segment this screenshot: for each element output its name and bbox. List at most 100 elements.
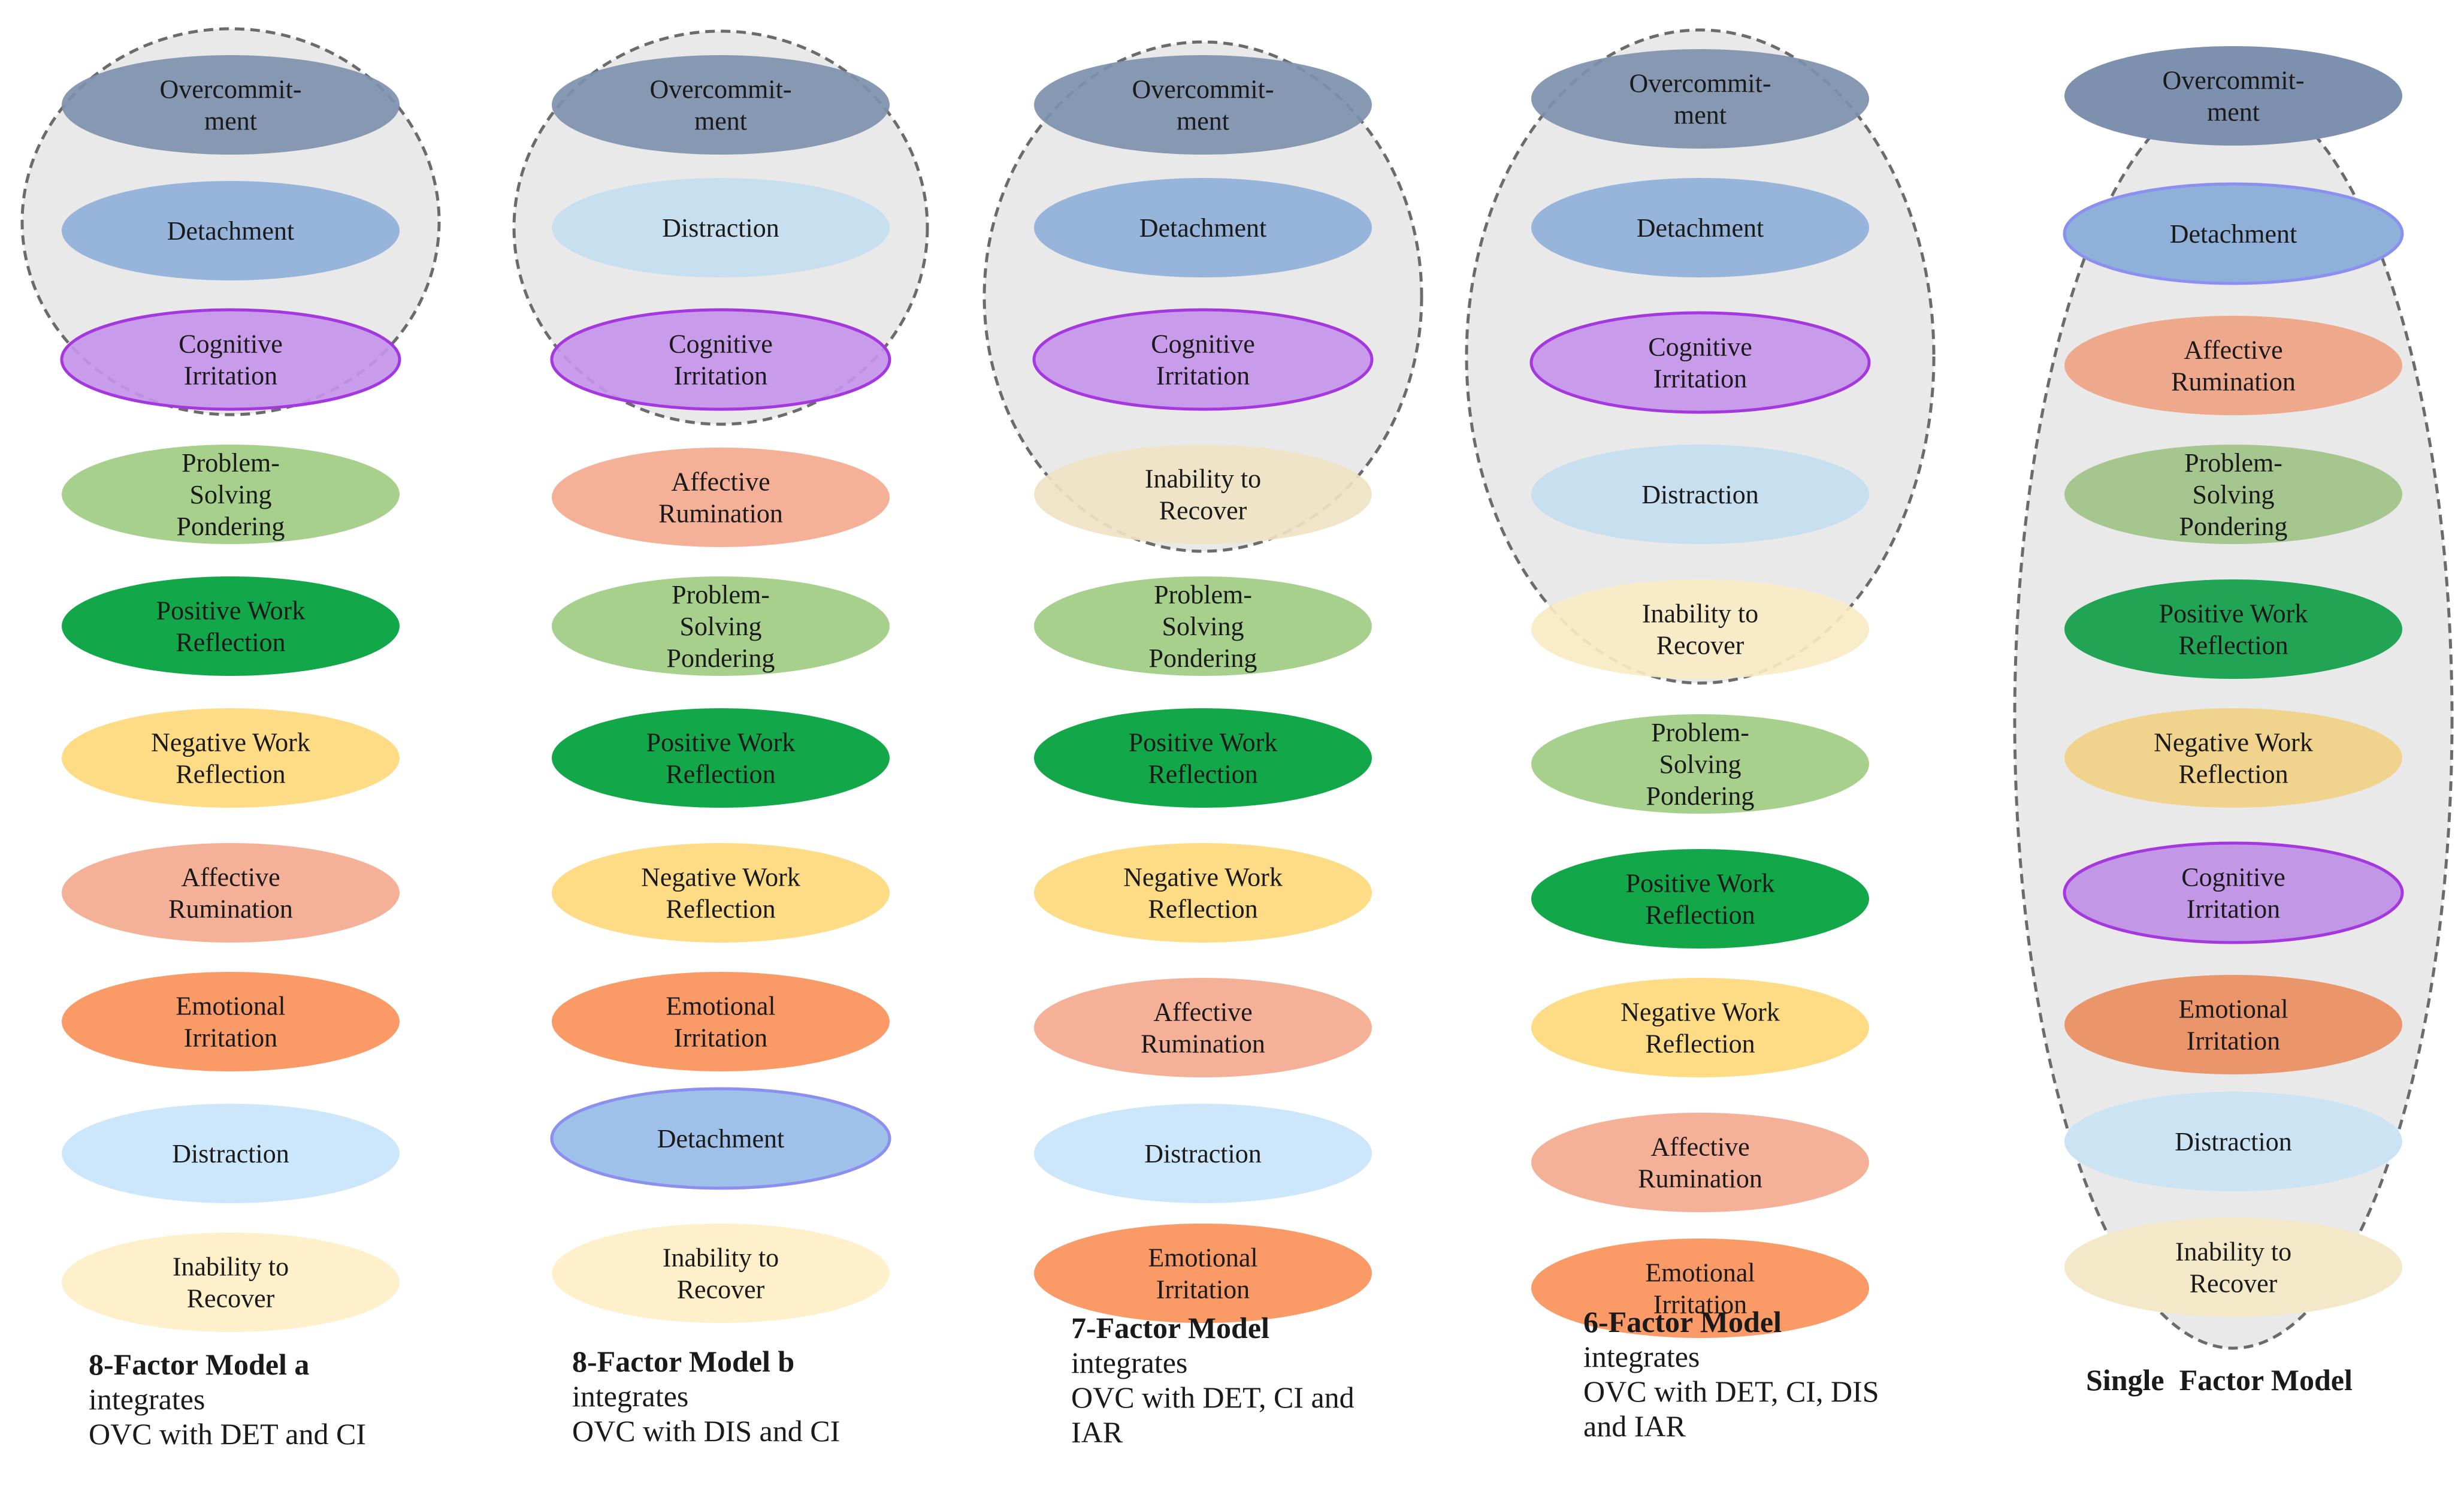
factor-ellipse — [1531, 49, 1869, 149]
caption-line: OVC with DET and CI — [89, 1417, 366, 1451]
factor-label: Inability to — [173, 1252, 289, 1282]
factor-label: Recover — [2190, 1269, 2278, 1298]
factor-label: Overcommit- — [2162, 66, 2304, 95]
caption-single-factor-model: Single Factor Model — [2086, 1341, 2353, 1419]
factor-ellipse — [1531, 849, 1869, 949]
caption-title: 8-Factor Model b — [572, 1345, 795, 1378]
factor-label: Distraction — [172, 1139, 289, 1168]
factor-label: Detachment — [2170, 219, 2297, 249]
caption-8-factor-model-a: 8-Factor Model a integrates OVC with DET… — [89, 1347, 366, 1451]
factor-label: Pondering — [1646, 781, 1755, 811]
factor-label: Affective — [2184, 336, 2282, 365]
factor-detachment: Detachment — [1034, 178, 1372, 277]
factor-label: Reflection — [2178, 631, 2288, 660]
factor-label: Pondering — [1149, 644, 1257, 673]
factor-ellipse — [2064, 46, 2402, 146]
factor-ellipse — [552, 972, 890, 1071]
factor-label: Affective — [181, 863, 280, 892]
factor-label: Irritation — [674, 361, 767, 391]
factor-label: Detachment — [1637, 213, 1764, 243]
factor-label: Solving — [2193, 480, 2275, 509]
caption-line: integrates — [89, 1382, 205, 1416]
factor-label: Reflection — [2178, 760, 2288, 789]
factor-label: Reflection — [1645, 901, 1755, 930]
factor-detachment: Detachment — [1531, 178, 1869, 277]
caption-title: Single Factor Model — [2086, 1363, 2353, 1397]
factor-label: Cognitive — [669, 330, 773, 359]
caption-line: OVC with DET, CI and — [1071, 1381, 1355, 1414]
factor-label: Emotional — [1148, 1243, 1257, 1273]
factor-label: Rumination — [2171, 367, 2296, 397]
factor-ellipse — [1034, 576, 1372, 676]
factor-label: Emotional — [666, 992, 775, 1021]
factor-label: Recover — [1656, 631, 1745, 660]
factor-label: Distraction — [1641, 480, 1759, 509]
factor-ellipse — [1034, 1104, 1372, 1203]
caption-title: 8-Factor Model a — [89, 1348, 310, 1381]
factor-label: Negative Work — [2154, 728, 2313, 757]
factor-detachment: Detachment — [62, 181, 400, 280]
factor-label: Inability to — [1642, 599, 1758, 629]
factor-distraction: Distraction — [62, 1104, 400, 1203]
factor-overcommitment: Overcommit-ment — [1531, 49, 1869, 149]
factor-ellipse — [552, 843, 890, 943]
caption-line: and IAR — [1583, 1409, 1686, 1443]
factor-ellipse — [2064, 1092, 2402, 1191]
factor-label: Irritation — [674, 1023, 767, 1053]
factor-label: Reflection — [666, 760, 775, 789]
factor-label: Pondering — [667, 644, 775, 673]
factor-ellipse — [1531, 714, 1869, 814]
factor-ellipse — [2063, 182, 2404, 285]
factor-label: Pondering — [2179, 512, 2288, 541]
factor-label: Detachment — [657, 1124, 785, 1153]
factor-label: ment — [2207, 98, 2260, 127]
factor-ellipse — [552, 576, 890, 676]
factor-label: Problem- — [672, 580, 770, 609]
factor-overcommitment: Overcommit-ment — [62, 55, 400, 155]
factor-ellipse — [2064, 579, 2402, 679]
caption-7-factor-model: 7-Factor Model integrates OVC with DET, … — [1071, 1310, 1355, 1449]
factor-label: Reflection — [1148, 895, 1257, 924]
factor-label: Irritation — [184, 361, 277, 391]
factor-distraction: Distraction — [552, 178, 890, 277]
factor-ellipse — [62, 55, 400, 155]
factor-label: Negative Work — [1621, 998, 1780, 1027]
factor-ellipse — [1034, 445, 1372, 544]
factor-ellipse — [62, 1104, 400, 1203]
factor-label: Problem- — [182, 448, 280, 478]
factor-label: Cognitive — [1648, 333, 1752, 362]
factor-label: Distraction — [2175, 1127, 2292, 1156]
factor-label: Cognitive — [1151, 330, 1255, 359]
factor-label: Emotional — [2178, 995, 2288, 1024]
factor-ellipse — [552, 708, 890, 808]
factor-ellipse — [1034, 843, 1372, 943]
factor-ellipse — [1034, 708, 1372, 808]
factor-ellipse — [62, 708, 400, 808]
caption-title: 7-Factor Model — [1071, 1311, 1269, 1345]
factor-label: Irritation — [1653, 1290, 1747, 1319]
factor-label: Recover — [677, 1275, 765, 1304]
factor-ellipse — [62, 576, 400, 676]
factor-ellipse — [62, 972, 400, 1071]
factor-label: Affective — [671, 467, 770, 497]
factor-ellipse — [550, 1087, 891, 1190]
